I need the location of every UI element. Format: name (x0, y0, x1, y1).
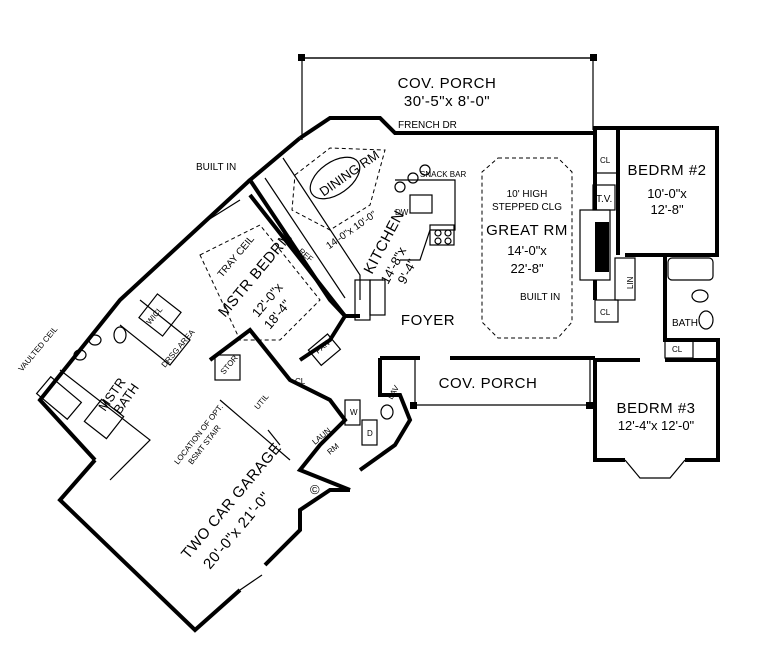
tv-label: T.V. (596, 194, 612, 205)
closet-label-1: CL (600, 156, 611, 165)
built-in-left-label: BUILT IN (196, 162, 236, 173)
great-rm-name: GREAT RM (486, 222, 568, 239)
closet-label-3: CL (672, 345, 683, 354)
great-rm-note-2: STEPPED CLG (492, 202, 562, 213)
bedrm2-size-2: 12'-8" (650, 202, 684, 217)
utility-walls (208, 327, 413, 492)
great-rm-size-1: 14'-0"x (507, 243, 547, 258)
util-label: UTIL (253, 392, 271, 411)
foyer-label: FOYER (401, 312, 455, 329)
linen-label: LIN (626, 276, 635, 289)
porch-top-name: COV. PORCH (398, 75, 497, 92)
stor-label: STOR (219, 353, 240, 376)
lav-label: LAV (386, 383, 401, 401)
bedrm3-size: 12'-4"x 12'-0" (618, 418, 695, 433)
vaulted-ceil-label: VAULTED CEIL (17, 324, 60, 373)
built-in-right-label: BUILT IN (520, 292, 560, 303)
bedrm2-name: BEDRM #2 (627, 162, 706, 179)
master-wing-walls (35, 178, 348, 481)
bedrm2-size-1: 10'-0"x (647, 186, 687, 201)
main-walls (298, 116, 720, 479)
dining-size: 14'-0"x 10'-0" (324, 209, 379, 252)
copyright-mark: © (310, 482, 320, 497)
dishwasher-label: DW (395, 208, 409, 217)
washer-label: W (350, 408, 358, 417)
closet-label-4: CL (295, 377, 306, 386)
labels: COV. PORCH 30'-5"x 8'-0" FRENCH DR BUILT… (17, 75, 706, 573)
covered-porch-top (298, 54, 597, 140)
snack-bar-label: SNACK BAR (420, 170, 466, 179)
porch-front-label: COV. PORCH (439, 375, 538, 392)
french-door-label: FRENCH DR (398, 120, 457, 131)
dryer-label: D (367, 429, 373, 438)
bedrm3-name: BEDRM #3 (616, 400, 695, 417)
wicl-label: WICL (145, 305, 165, 327)
bath-label: BATH (672, 318, 698, 329)
garage-walls (57, 399, 350, 633)
great-rm-note-1: 10' HIGH (507, 189, 548, 200)
laun-line2: RM (326, 441, 342, 456)
dining-name: DINING RM (317, 147, 382, 199)
great-rm-size-2: 22'-8" (510, 261, 544, 276)
porch-top-size: 30'-5"x 8'-0" (404, 93, 490, 110)
closet-label-2: CL (600, 308, 611, 317)
